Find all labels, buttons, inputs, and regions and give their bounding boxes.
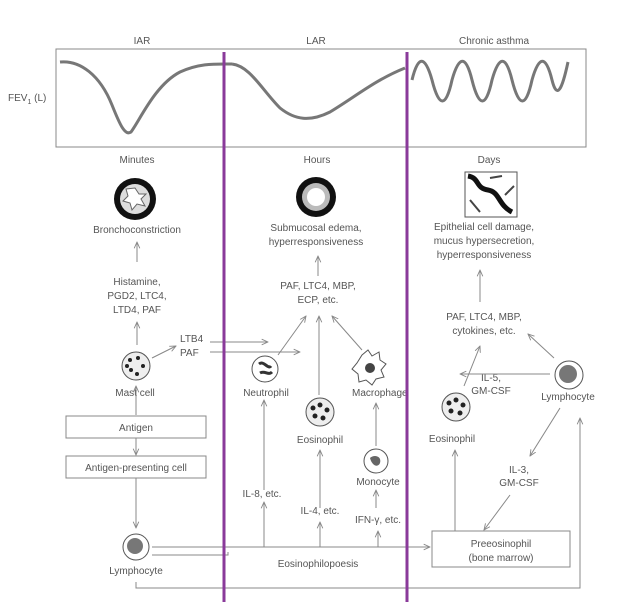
svg-text:GM-CSF: GM-CSF [471, 386, 510, 397]
svg-text:GM-CSF: GM-CSF [499, 478, 538, 489]
svg-text:PAF: PAF [180, 348, 199, 359]
svg-text:PGD2, LTC4,: PGD2, LTC4, [107, 291, 166, 302]
il3-label: IL-3, GM-CSF [499, 465, 538, 489]
preeosinophil-box [431, 530, 571, 568]
svg-text:hyperresponsiveness: hyperresponsiveness [269, 237, 364, 248]
svg-text:ECP, etc.: ECP, etc. [298, 295, 339, 306]
neutrophil-label: Neutrophil [243, 388, 289, 399]
svg-text:IL-5,: IL-5, [481, 373, 501, 384]
macrophage-icon [351, 349, 387, 386]
eosinophilopoesis-label: Eosinophilopoesis [278, 559, 359, 570]
eosinophil-icon-lar [305, 397, 335, 427]
epithelial-damage-icon [464, 171, 518, 218]
iar-mediators-label: Histamine, PGD2, LTC4, LTD4, PAF [107, 277, 166, 316]
outcome-epithelial-damage: Epithelial cell damage, mucus hypersecre… [434, 222, 535, 261]
svg-text:cytokines, etc.: cytokines, etc. [452, 326, 515, 337]
fev1-axis-label: FEV1 (L) [8, 93, 46, 106]
time-scale-hours: Hours [304, 155, 331, 166]
arrow-chronic-lymphocyte-to-mediators [528, 334, 555, 359]
ltb4-paf-label: LTB4 PAF [180, 334, 204, 359]
arrow-neutrophil-to-mediators [277, 316, 306, 356]
fev1-curve-iar [59, 60, 233, 135]
arrow-mastcell-to-ltb4 [151, 346, 176, 359]
svg-text:Submucosal edema,: Submucosal edema, [270, 223, 361, 234]
outcome-bronchoconstriction: Bronchoconstriction [93, 225, 181, 236]
il8-label: IL-8, etc. [243, 489, 282, 500]
eosinophil-label-chronic: Eosinophil [429, 434, 475, 445]
mast-cell-icon [121, 351, 151, 381]
svg-text:Epithelial cell damage,: Epithelial cell damage, [434, 222, 534, 233]
svg-text:Histamine,: Histamine, [113, 277, 160, 288]
svg-text:LTB4: LTB4 [180, 334, 204, 345]
svg-text:(bone marrow): (bone marrow) [468, 553, 533, 564]
macrophage-label: Macrophage [352, 388, 408, 399]
arrow-lymphocyte-to-il3 [530, 407, 561, 456]
svg-text:hyperresponsiveness: hyperresponsiveness [437, 250, 532, 261]
svg-text:LTD4, PAF: LTD4, PAF [113, 305, 161, 316]
lymphocyte-label: Lymphocyte [109, 566, 163, 577]
chronic-mediators-label: PAF, LTC4, MBP, cytokines, etc. [446, 312, 522, 337]
arrow-macrophage-to-mediators [332, 316, 363, 351]
svg-text:Preeosinophil: Preeosinophil [471, 539, 532, 550]
lymphocyte-icon-chronic [554, 360, 584, 390]
lar-mediators-label: PAF, LTC4, MBP, ECP, etc. [280, 281, 356, 306]
apc-label: Antigen-presenting cell [85, 463, 187, 474]
lymphocyte-label-chronic: Lymphocyte [541, 392, 595, 403]
neutrophil-icon [251, 355, 279, 383]
antigen-label: Antigen [119, 423, 153, 434]
fev1-curve-chronic [410, 59, 570, 103]
arrow-il3-to-preeosinophil [484, 494, 511, 530]
eosinophil-label-lar: Eosinophil [297, 435, 343, 446]
phase-label-iar: IAR [134, 36, 151, 47]
il5-label: IL-5, GM-CSF [471, 373, 510, 397]
time-scale-minutes: Minutes [119, 155, 154, 166]
svg-text:mucus hypersecretion,: mucus hypersecretion, [434, 236, 535, 247]
time-scale-days: Days [478, 155, 501, 166]
svg-text:PAF, LTC4, MBP,: PAF, LTC4, MBP, [280, 281, 356, 292]
preeosinophil-label: Preeosinophil (bone marrow) [468, 539, 533, 564]
eosinophil-icon-chronic [441, 392, 471, 422]
arrow-chronic-eosinophil-to-mediators [463, 346, 480, 387]
phase-label-lar: LAR [306, 36, 325, 47]
arrow-lymphocyte-to-chronic-lymphocyte [135, 418, 580, 589]
monocyte-label: Monocyte [356, 477, 400, 488]
fev1-curve-lar [231, 62, 406, 120]
airway-constricted-icon [114, 178, 156, 220]
mast-cell-label: Mast cell [115, 388, 154, 399]
svg-text:IL-3,: IL-3, [509, 465, 529, 476]
fev1-graph: FEV1 (L) IAR LAR Chronic asthma [8, 36, 587, 148]
outcome-submucosal-edema: Submucosal edema, hyperresponsiveness [269, 223, 364, 248]
line-eosinophilopoesis-left [152, 552, 229, 556]
monocyte-icon [363, 448, 389, 474]
lymphocyte-icon [122, 533, 150, 561]
il4-label: IL-4, etc. [301, 506, 340, 517]
phase-label-chronic: Chronic asthma [459, 36, 529, 47]
airway-edema-icon [296, 177, 336, 217]
svg-text:PAF, LTC4, MBP,: PAF, LTC4, MBP, [446, 312, 522, 323]
ifn-label: IFN-γ, etc. [355, 515, 401, 526]
